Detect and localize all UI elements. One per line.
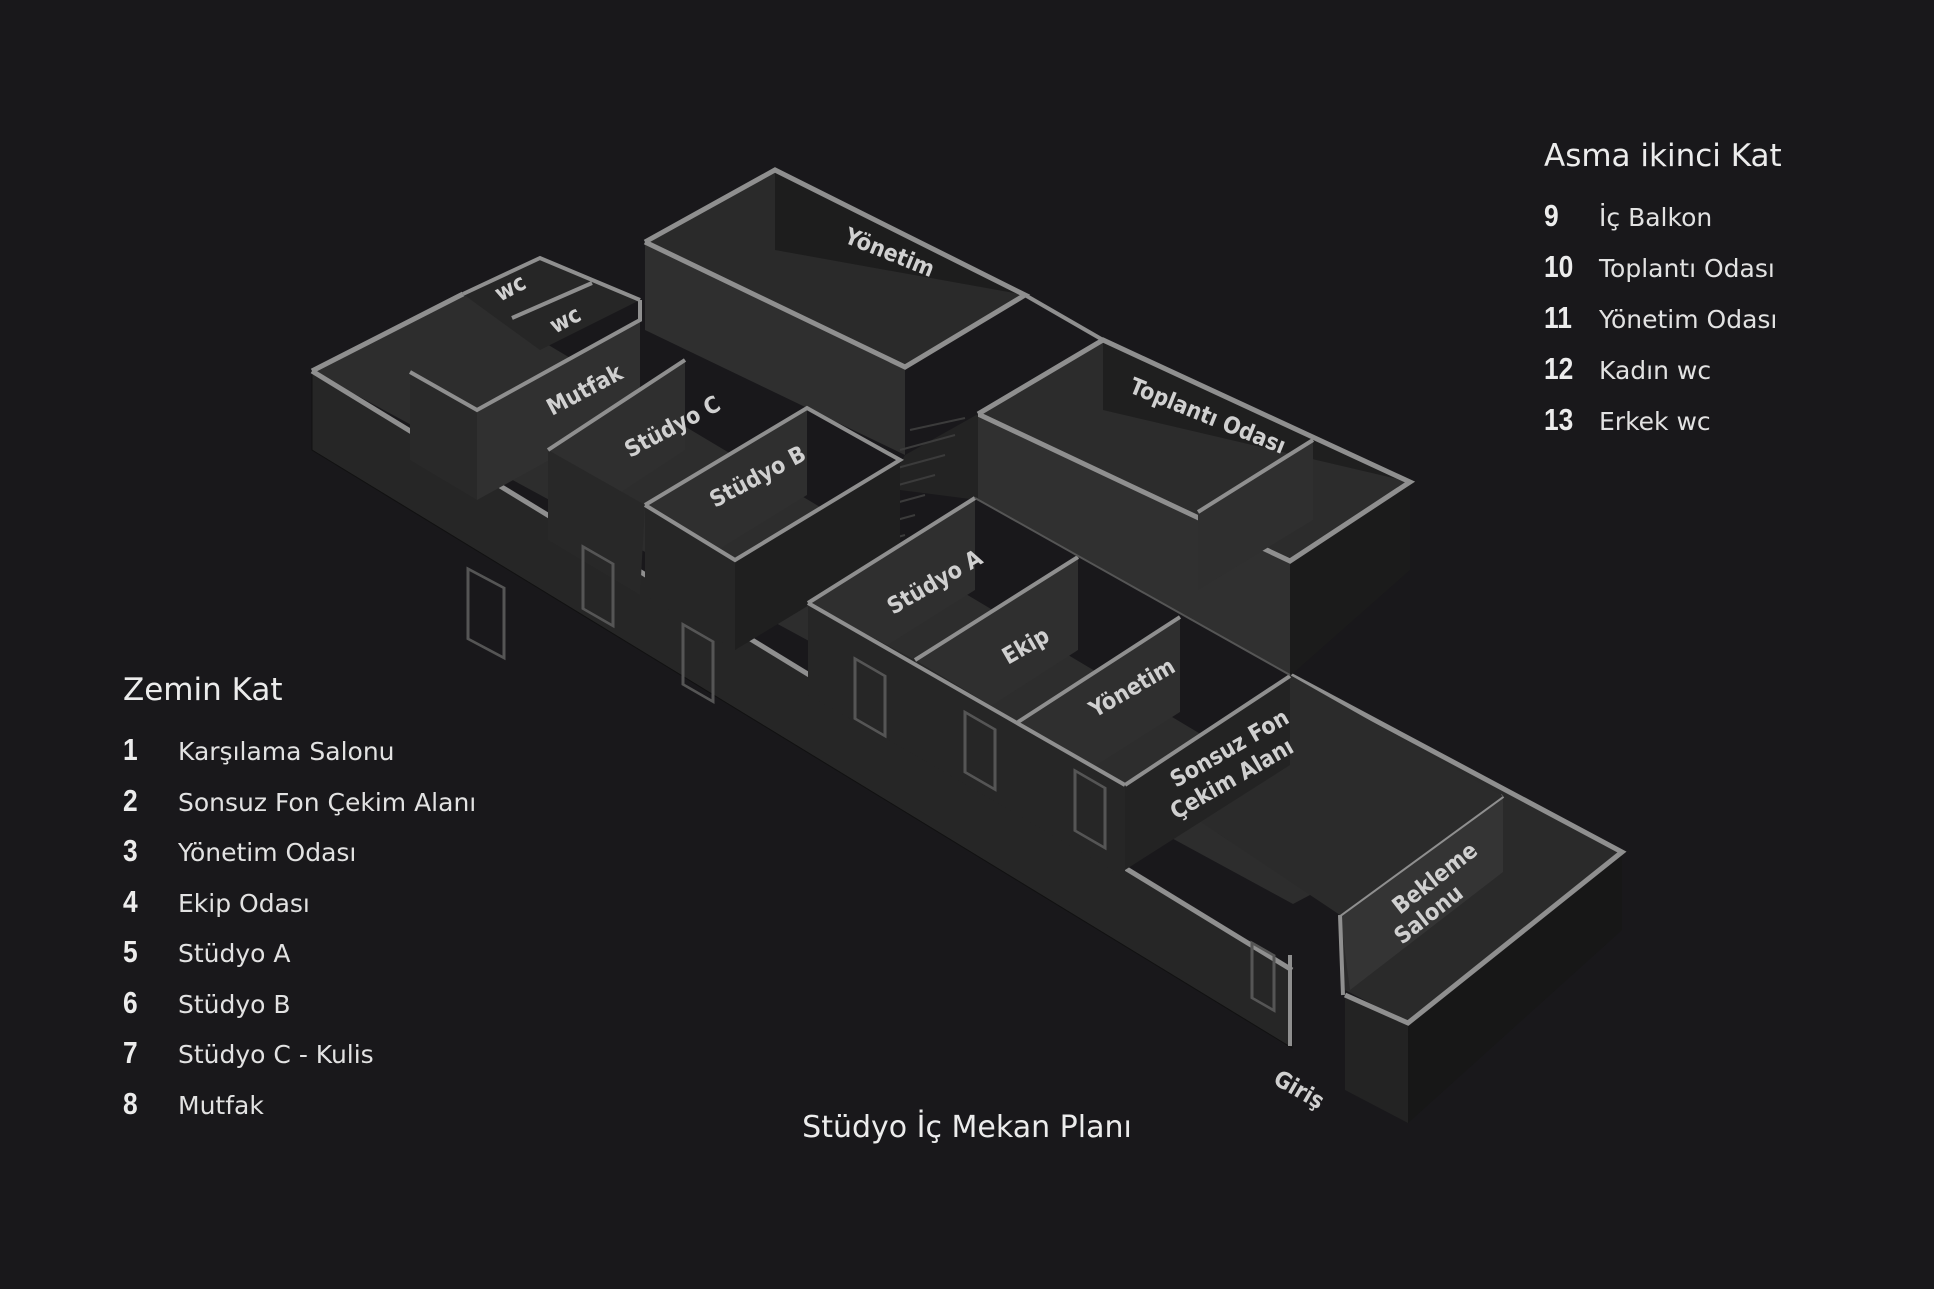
studyo-a-row-top (807, 601, 1126, 787)
item-label: Ekip Odası (178, 888, 310, 918)
studyo-a-corner (974, 497, 1291, 676)
item-number: 8 (123, 1085, 138, 1121)
item-label: Kadın wc (1599, 356, 1712, 385)
wc-divider (511, 281, 593, 320)
mutfak-wall-top (409, 300, 642, 413)
list-item: 3 Yönetim Odası (123, 833, 476, 884)
item-label: Stüdyo B (178, 989, 291, 1019)
left-wall-top (310, 291, 465, 374)
mezz-yonetim-front (645, 242, 905, 455)
studyo-b-side (735, 460, 900, 650)
item-number: 6 (123, 984, 138, 1020)
page-title: Stüdyo İç Mekan Planı (802, 1110, 1132, 1145)
bekleme-outer-right (1408, 852, 1622, 1123)
studyo-a-front (808, 603, 915, 755)
list-item: 8 Mutfak (123, 1086, 476, 1137)
item-label: Toplantı Odası (1599, 254, 1775, 283)
balcony-rail (1024, 293, 1104, 342)
yonetim-lower-front (1018, 722, 1125, 878)
item-number: 13 (1544, 402, 1574, 437)
yonetim-lower-top (1016, 615, 1182, 724)
doors (466, 544, 1276, 1013)
mezzanine-yonetim-floor (645, 170, 1025, 367)
list-item: 10 Toplantı Odası (1544, 249, 1782, 300)
list-item: 4 Ekip Odası (123, 884, 476, 935)
mezzanine-list: 9 İç Balkon 10 Toplantı Odası 11 Yönetim Od… (1544, 198, 1782, 453)
studyo-b-top (643, 405, 904, 563)
item-number: 9 (1544, 198, 1559, 233)
bekleme-wall-top (1288, 672, 1627, 1026)
list-item: 11 Yönetim Odası (1544, 300, 1782, 351)
building-shell (310, 167, 1627, 1123)
ground-floor-list: 1 Karşılama Salonu 2 Sonsuz Fon Çekim Alan… (123, 732, 476, 1136)
wc-mezz-wall (1198, 440, 1313, 590)
list-item: 2 Sonsuz Fon Çekim Alanı (123, 783, 476, 834)
item-number: 7 (123, 1035, 138, 1070)
studyo-a-top (806, 496, 977, 605)
item-number: 1 (123, 732, 138, 767)
ekip-top (913, 555, 1080, 662)
item-number: 2 (123, 782, 138, 818)
list-item: 5 Stüdyo A (123, 934, 476, 985)
item-number: 12 (1544, 351, 1574, 386)
bekleme-inner-wall (1340, 796, 1503, 990)
item-number: 11 (1544, 300, 1572, 335)
studyo-c-top (546, 358, 687, 452)
mezz-toplanti-right (1290, 482, 1410, 676)
item-number: 4 (123, 883, 138, 919)
wc-mezz-top (1196, 438, 1315, 514)
item-label: Karşılama Salonu (178, 737, 395, 766)
item-label: Yönetim Odası (178, 838, 357, 867)
item-label: Stüdyo A (178, 939, 291, 968)
list-item: 12 Kadın wc (1544, 351, 1782, 402)
list-item: 1 Karşılama Salonu (123, 732, 476, 783)
entrance-post (1338, 914, 1345, 996)
list-item: 7 Stüdyo C - Kulis (123, 1035, 476, 1086)
list-item: 6 Stüdyo B (123, 985, 476, 1036)
mutfak-wall (477, 320, 640, 500)
studyo-c-front (548, 450, 645, 595)
kitchen-wall (410, 372, 477, 500)
item-label: Erkek wc (1599, 407, 1711, 436)
plan-label-giris: Giriş (1269, 1066, 1328, 1115)
ground-floor-legend: Zemin Kat 1 Karşılama Salonu 2 Sonsuz Fon … (123, 672, 476, 1136)
item-label: İç Balkon (1599, 203, 1713, 232)
wc-block (463, 258, 640, 350)
mezz-toplanti-top (976, 337, 1416, 564)
studyo-b-front (645, 505, 735, 650)
sonsuz-top (1123, 674, 1292, 787)
mezzanine-heading: Asma ikinci Kat (1544, 138, 1782, 174)
list-item: 13 Erkek wc (1544, 402, 1782, 453)
item-number: 10 (1544, 249, 1574, 284)
bekleme-outer-front (1345, 995, 1408, 1123)
ground-floor-heading: Zemin Kat (123, 672, 283, 708)
item-number: 3 (123, 833, 138, 868)
list-item: 9 İç Balkon (1544, 198, 1782, 249)
mezzanine-legend: Asma ikinci Kat 9 İç Balkon 10 Toplantı Od… (1544, 138, 1782, 453)
item-label: Sonsuz Fon Çekim Alanı (178, 787, 477, 817)
item-label: Yönetim Odası (1599, 305, 1778, 334)
wc-block-top (462, 255, 641, 302)
item-label: Mutfak (178, 1090, 264, 1120)
mezz-toplanti-front (978, 414, 1290, 676)
item-label: Stüdyo C - Kulis (178, 1040, 374, 1069)
item-number: 5 (123, 934, 138, 969)
sonsuz-front-wall (1125, 676, 1290, 870)
